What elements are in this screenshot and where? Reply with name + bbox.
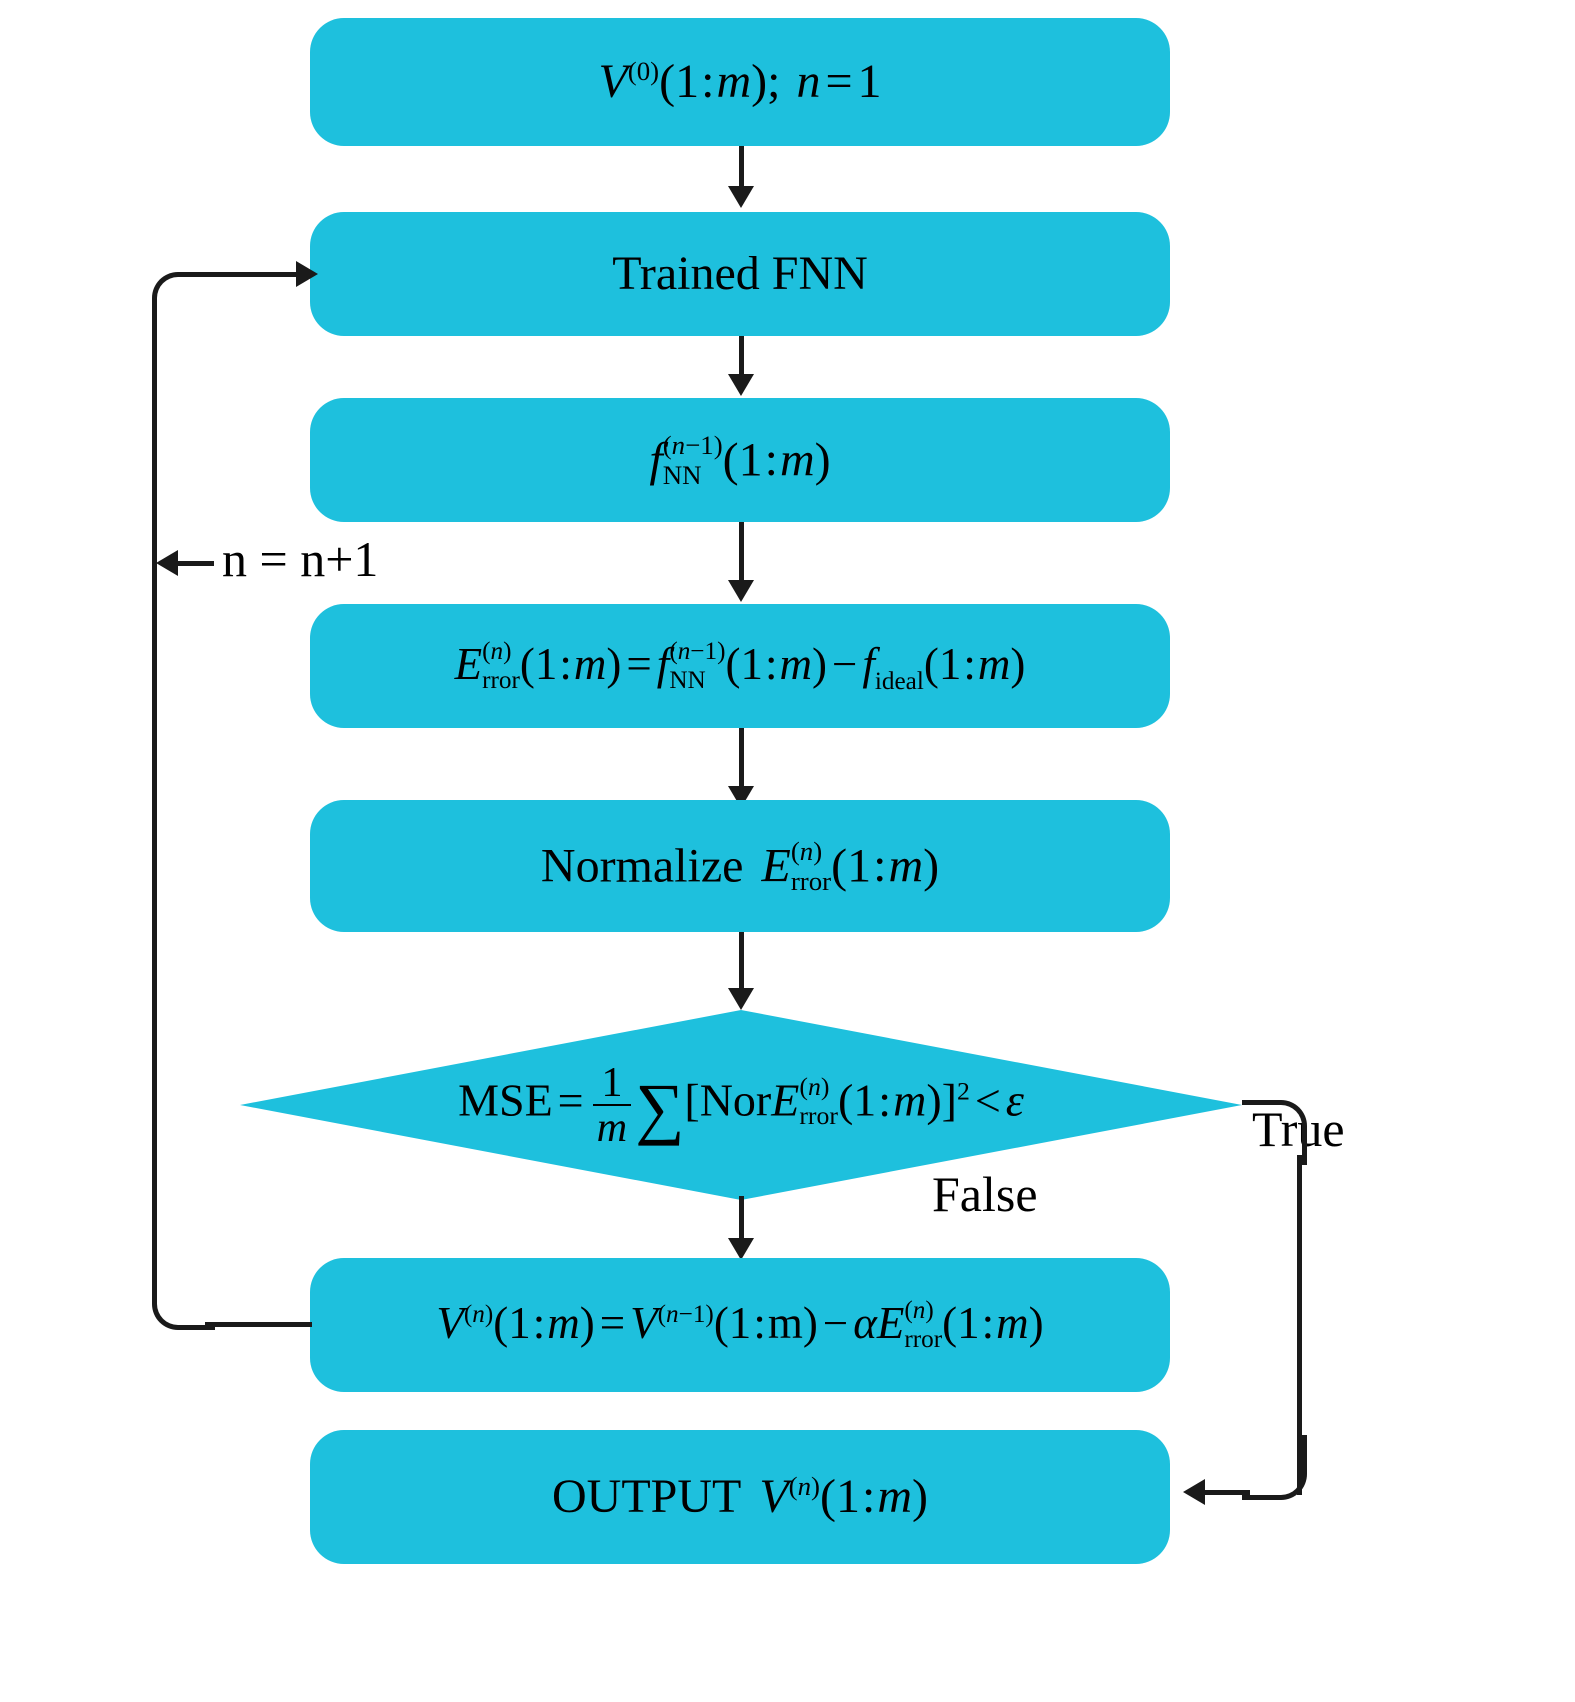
trained-fnn-node[interactable]: Trained FNN [310, 212, 1170, 336]
edge-decision-to-update [739, 1196, 744, 1244]
false-branch-label: False [932, 1166, 1038, 1222]
increment-edge [178, 561, 214, 566]
trained-fnn-label: Trained FNN [612, 247, 868, 300]
output-word: OUTPUT [552, 1470, 742, 1523]
fnn-output-formula: f(n−1)NN(1:m) [649, 429, 831, 490]
error-formula: E(n)rror(1:m)=f(n−1)NN(1:m)−fideal(1:m) [454, 638, 1026, 696]
initial-voltage-formula: V(0)(1:m);n=1 [598, 55, 882, 108]
edge-fnn-to-output [739, 336, 744, 380]
arrowhead-true-into-output [1183, 1479, 1205, 1505]
error-computation-node[interactable]: E(n)rror(1:m)=f(n−1)NN(1:m)−fideal(1:m) [310, 604, 1170, 728]
feedback-edge-top [205, 272, 303, 277]
initial-voltage-node[interactable]: V(0)(1:m);n=1 [310, 18, 1170, 146]
true-edge-corner-top [1242, 1100, 1307, 1165]
arrowhead-output-to-error [728, 580, 754, 602]
feedback-edge-bottom [205, 1322, 312, 1327]
voltage-update-node[interactable]: V(n)(1:m)=V(n−1)(1:m)−αE(n)rror(1:m) [310, 1258, 1170, 1392]
edge-error-to-normalize [739, 728, 744, 792]
true-edge-vertical [1297, 1155, 1302, 1495]
feedback-edge-vertical [152, 330, 157, 1272]
voltage-update-formula: V(n)(1:m)=V(n−1)(1:m)−αE(n)rror(1:m) [436, 1297, 1044, 1353]
arrowhead-init-to-fnn [728, 186, 754, 208]
arrowhead-feedback-into-fnn [296, 261, 318, 287]
edge-output-to-error [739, 522, 744, 586]
arrowhead-fnn-to-output [728, 374, 754, 396]
edge-normalize-to-decision [739, 932, 744, 994]
fnn-output-node[interactable]: f(n−1)NN(1:m) [310, 398, 1170, 522]
arrowhead-decision-to-update [728, 1238, 754, 1260]
arrowhead-increment [156, 550, 178, 576]
true-edge-horizontal [1205, 1490, 1250, 1495]
normalize-word: Normalize [540, 839, 744, 893]
arrowhead-normalize-to-decision [728, 988, 754, 1010]
edge-init-to-fnn [739, 146, 744, 192]
feedback-corner-bottom [152, 1267, 215, 1330]
true-edge-corner-bottom [1242, 1435, 1307, 1500]
feedback-corner-top [152, 272, 215, 335]
increment-label: n = n+1 [222, 531, 379, 587]
